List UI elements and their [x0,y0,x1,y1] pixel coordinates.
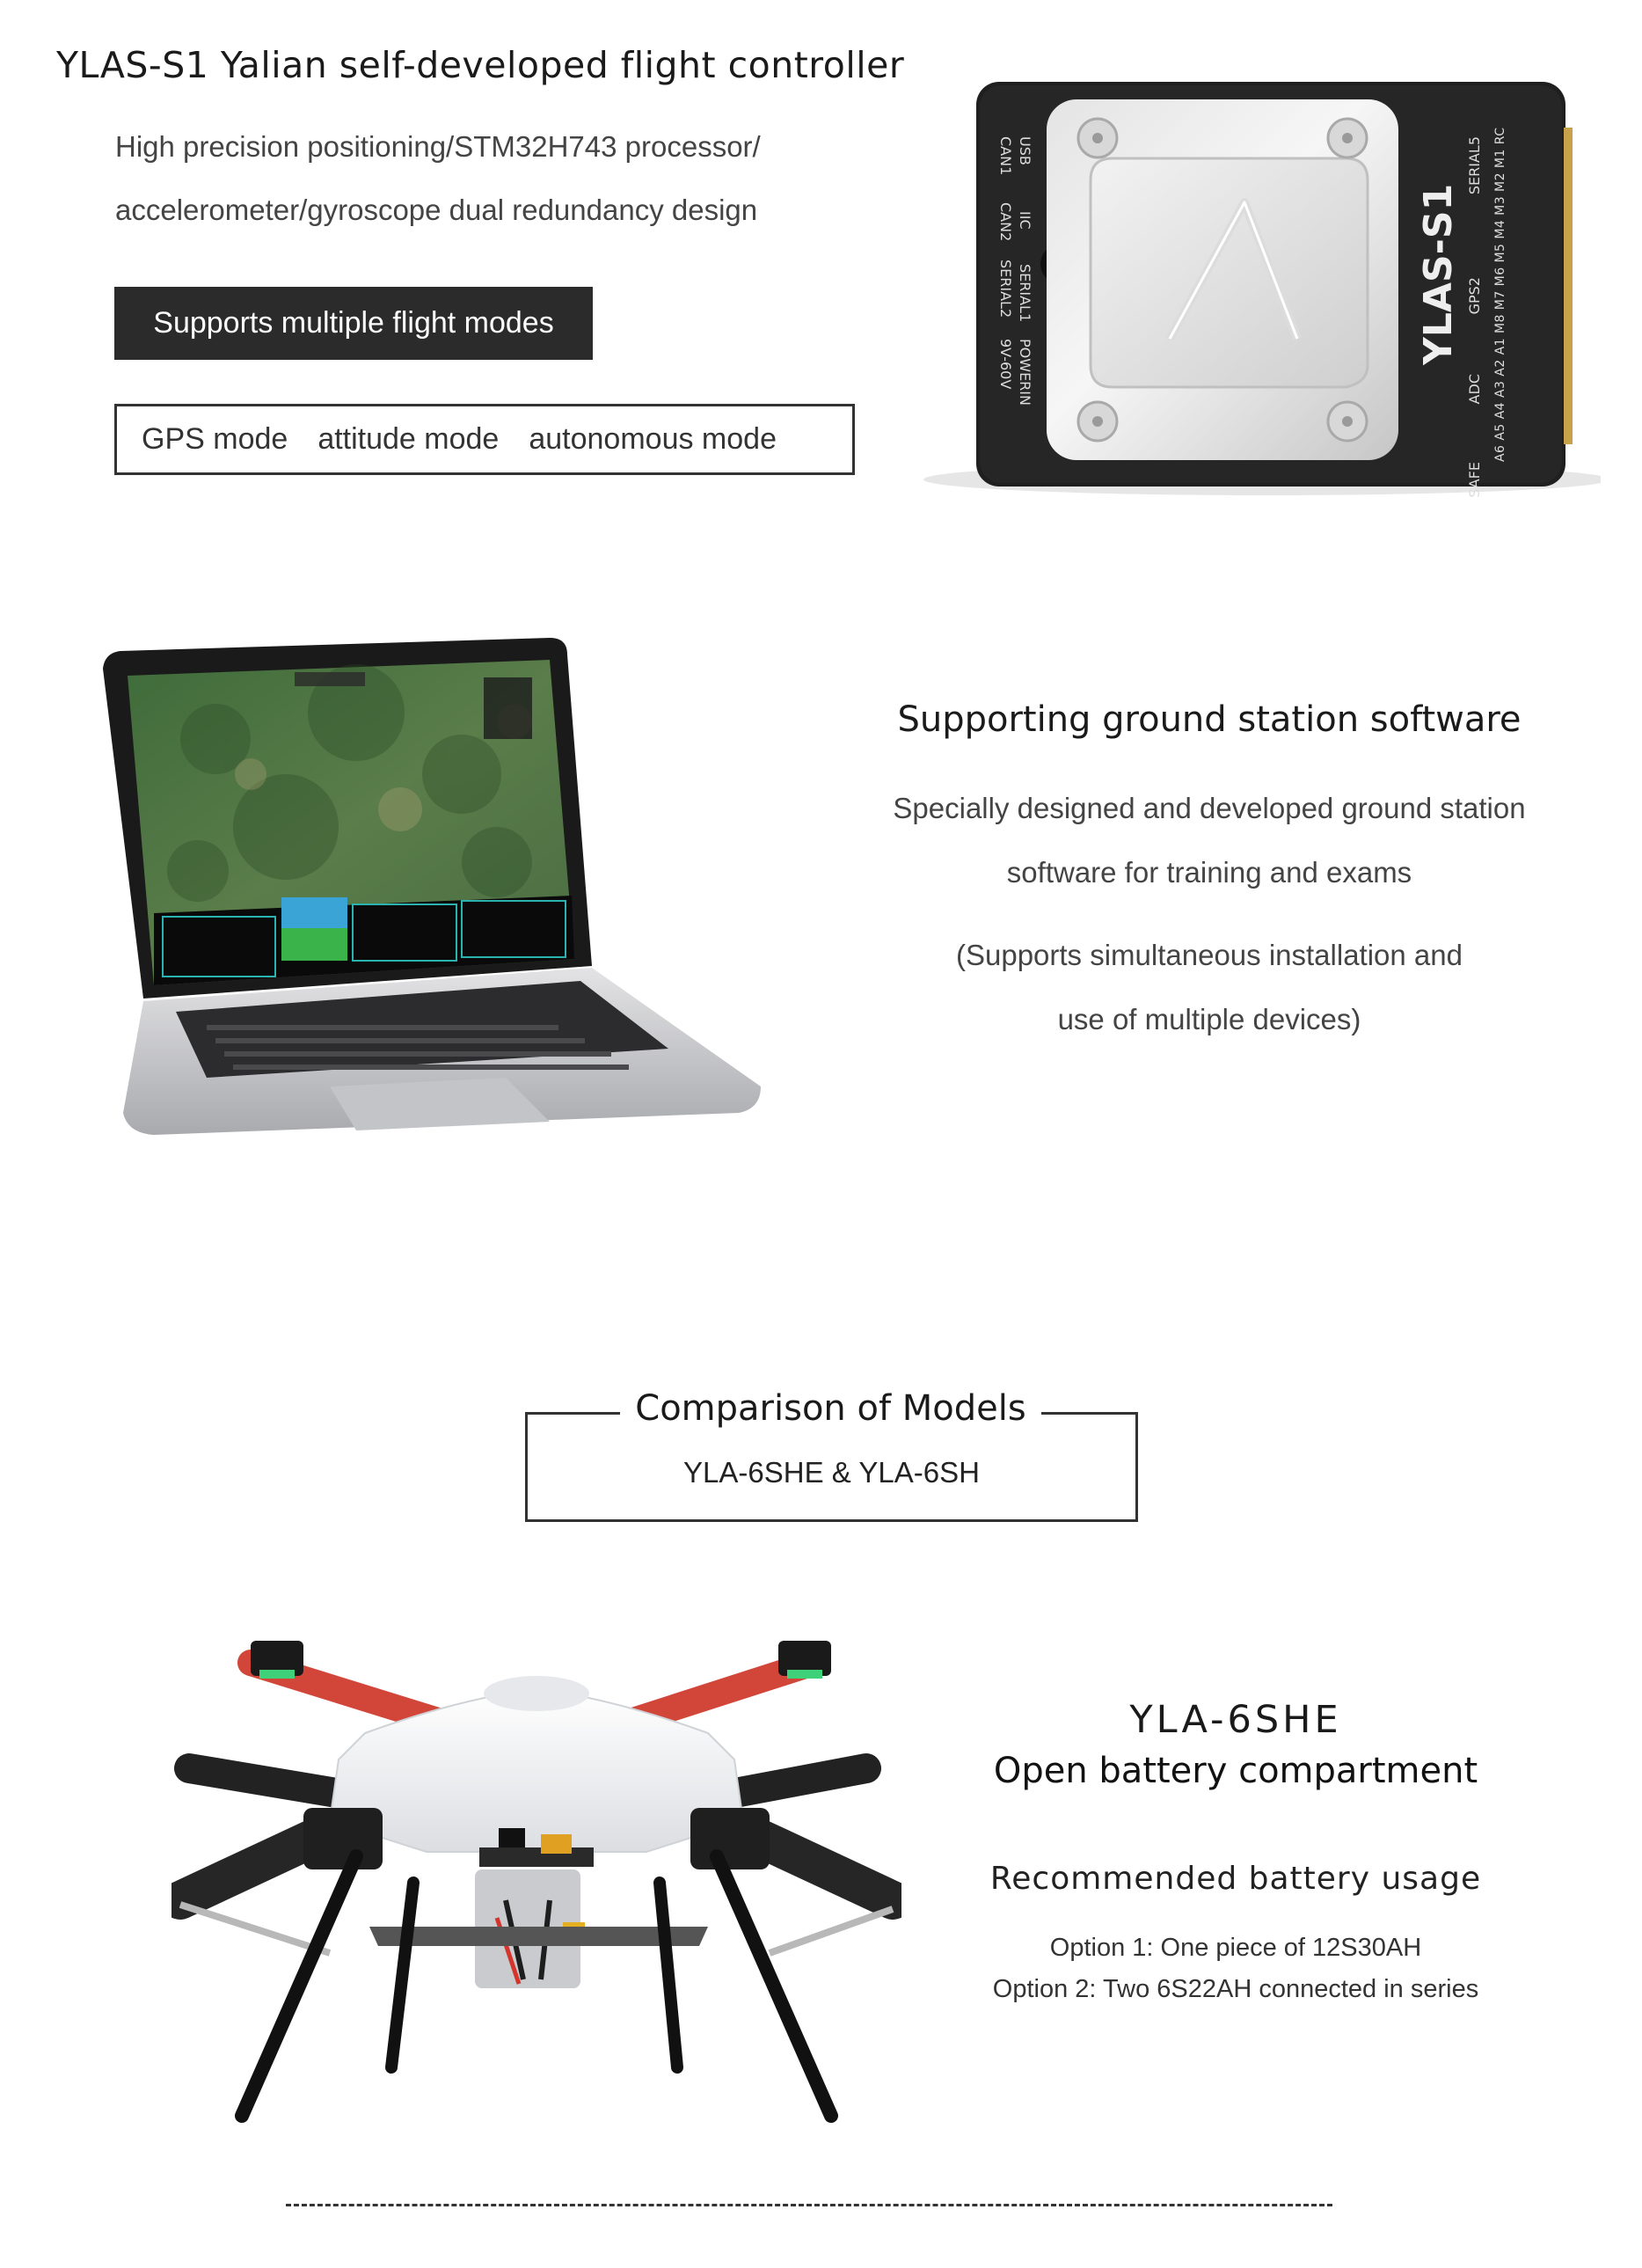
device-label-serial2: SERIAL2 [997,260,1014,318]
device-label-iic: IIC [1017,211,1033,230]
device-label-powerin: POWERIN [1017,339,1033,406]
ground-station-line4: use of multiple devices) [1057,1003,1361,1035]
comparison-box [525,1412,1138,1522]
flight-modes-box: GPS mode attitude mode autonomous mode [114,404,855,475]
ground-station-title: Supporting ground station software [897,699,1522,740]
model-name: YLA-6SHE [1129,1698,1342,1742]
device-brand: YLAS-S1 [1416,184,1461,366]
device-label-gps2: GPS2 [1466,277,1483,314]
model-feature: Open battery compartment [993,1751,1478,1791]
comparison-subtitle: YLA-6SHE & YLA-6SH [683,1456,980,1489]
mode-gps: GPS mode [142,422,288,456]
device-label-can1: CAN1 [997,136,1014,175]
controller-title: YLAS-S1 Yalian self-developed flight con… [56,44,905,86]
battery-option-2: Option 2: Two 6S22AH connected in series [992,1975,1479,2003]
controller-desc-line2: accelerometer/gyroscope dual redundancy … [115,194,758,226]
ground-station-line2: software for training and exams [1006,856,1412,889]
device-label-ports: A6 A5 A4 A3 A2 A1 M8 M7 M6 M5 M4 M3 M2 M… [1493,128,1507,462]
device-label-usb: USB [1017,136,1033,165]
device-label-safe: SAFE [1466,462,1483,498]
comparison-title: Comparison of Models [635,1388,1026,1429]
battery-recommend-title: Recommended battery usage [989,1861,1482,1897]
device-label-serial5: SERIAL5 [1466,136,1483,194]
laptop-image [103,638,761,1135]
device-label-adc: ADC [1466,374,1483,404]
device-label-can2: CAN2 [997,202,1014,241]
ground-station-line3: (Supports simultaneous installation and [955,939,1463,971]
device-label-voltage: 9V-60V [997,339,1014,389]
controller-desc-line1: High precision positioning/STM32H743 pro… [115,130,761,163]
device-label-serial1: SERIAL1 [1017,264,1033,322]
flight-modes-badge: Supports multiple flight modes [114,287,593,360]
mode-attitude: attitude mode [317,422,500,456]
dashed-divider [286,2204,1332,2206]
ground-station-line1: Specially designed and developed ground … [893,792,1526,824]
drone-image [171,1641,901,2123]
battery-option-1: Option 1: One piece of 12S30AH [1049,1934,1422,1962]
mode-autonomous: autonomous mode [529,422,777,456]
flight-controller-image: USB CAN1 IIC CAN2 SERIAL1 SERIAL2 POWERI… [923,82,1601,498]
